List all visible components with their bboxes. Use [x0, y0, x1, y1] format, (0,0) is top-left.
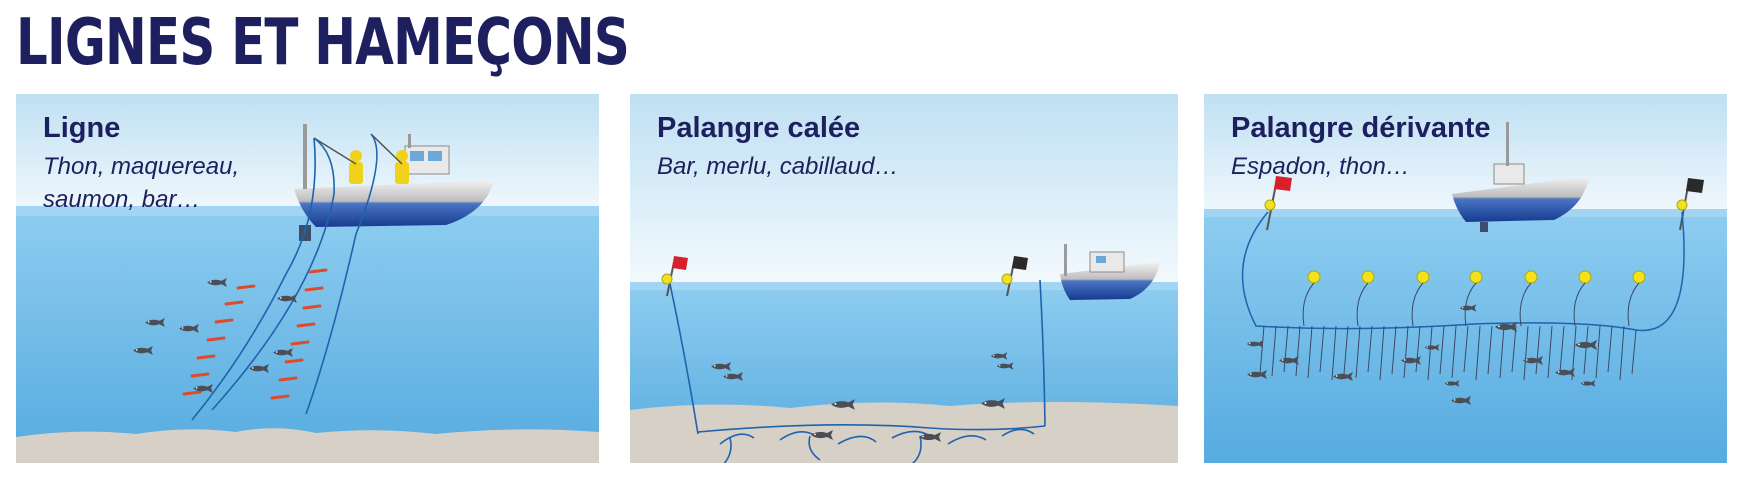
longline-icon [669, 279, 1046, 463]
palangre-calee-illustration [630, 94, 1178, 463]
panel-ligne: Ligne Thon, maquereau, saumon, bar… [16, 94, 599, 463]
panel-title: Palangre dérivante [1231, 112, 1491, 144]
panel-palangre-calee: Palangre calée Bar, merlu, cabillaud… [630, 94, 1178, 463]
branch-line-icon [1259, 325, 1637, 381]
fishing-line-icon [191, 133, 378, 421]
panel-subtitle-line: saumon, bar… [43, 186, 201, 213]
panel-title: Palangre calée [657, 112, 861, 144]
flag-buoy-icon [661, 256, 1028, 297]
flag-buoy-icon [1264, 176, 1704, 231]
ligne-illustration [16, 94, 599, 463]
panel-subtitle: Espadon, thon… [1231, 150, 1410, 183]
panel-palangre-derivante: Palangre dérivante Espadon, thon… [1204, 94, 1727, 463]
panel-subtitle-line: Bar, merlu, cabillaud… [657, 153, 899, 180]
longline-icon [1241, 211, 1685, 332]
boat-icon [1452, 122, 1589, 232]
panel-subtitle-line: Thon, maquereau, [43, 153, 240, 180]
panel-subtitle-line: Espadon, thon… [1231, 153, 1410, 180]
float-icon [1307, 270, 1646, 284]
boat-icon [1060, 244, 1160, 300]
panel-subtitle: Bar, merlu, cabillaud… [657, 150, 898, 183]
dropline-icon [1302, 282, 1640, 327]
palangre-derivante-illustration [1204, 94, 1727, 463]
panel-title: Ligne [43, 112, 121, 144]
page-title: LIGNES ET HAMEÇONS [16, 6, 630, 80]
boat-icon [294, 124, 494, 241]
panel-subtitle: Thon, maquereau, saumon, bar… [43, 150, 239, 216]
